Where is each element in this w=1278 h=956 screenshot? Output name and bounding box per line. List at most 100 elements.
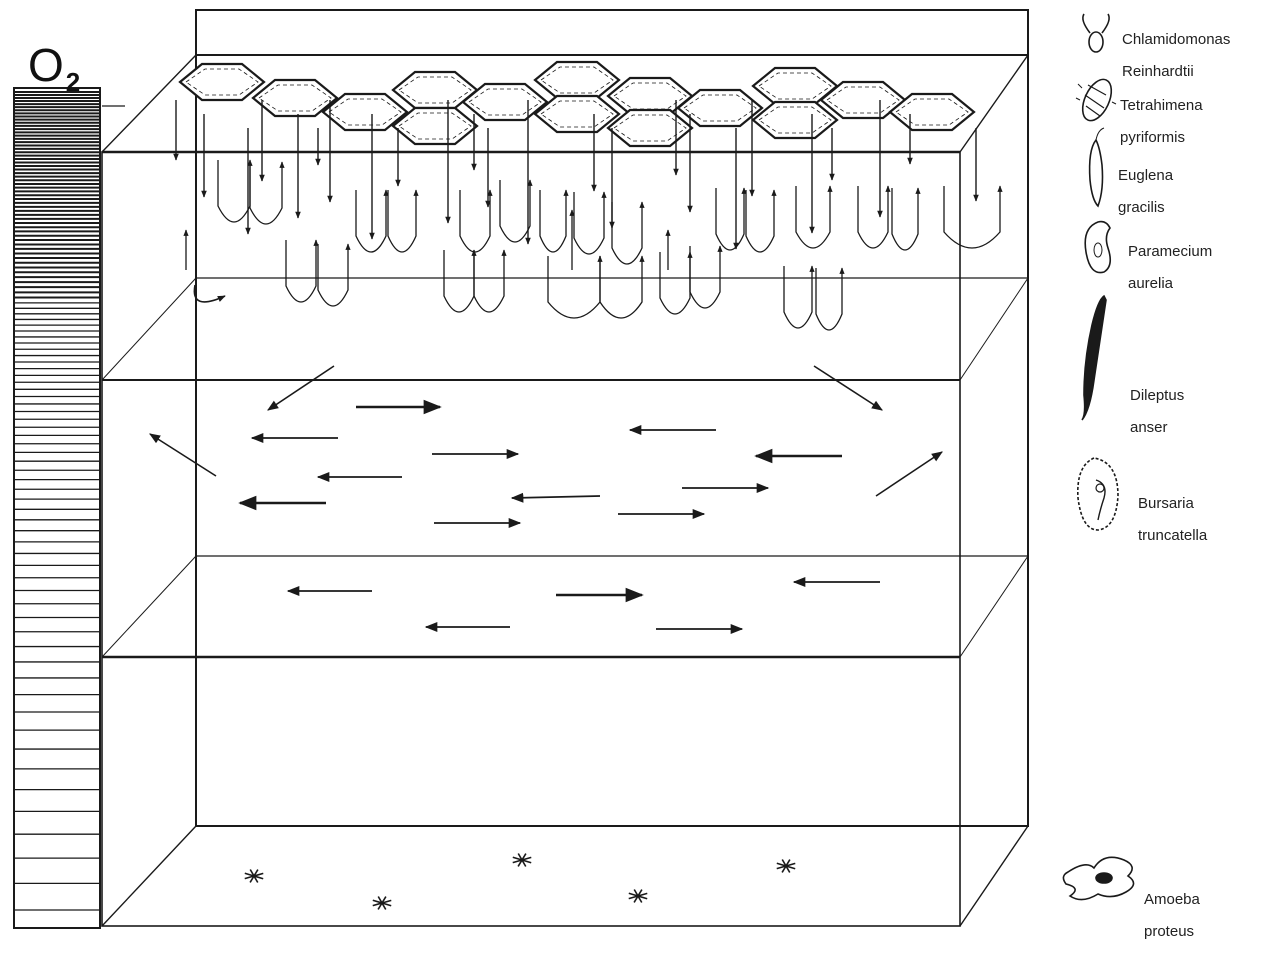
- circulation-loop: [891, 187, 921, 251]
- circulation-loop: [783, 265, 815, 329]
- amoeba-marker-stroke: [244, 872, 264, 880]
- amoeba-marker-stroke: [628, 892, 648, 900]
- convection-cell-flow: [258, 84, 332, 112]
- amoeba-marker-icon: [244, 869, 264, 883]
- tank-frame: [101, 9, 1029, 927]
- depth-layer-planes: [101, 150, 1029, 659]
- circulation-loop: [815, 267, 845, 331]
- convection-cell-flow: [758, 106, 832, 134]
- species-line: anser: [1130, 419, 1168, 436]
- convection-cell: [888, 92, 976, 132]
- species-label-euglena: Euglena gracilis: [1118, 152, 1173, 232]
- amoeba-proteus-icon: [1062, 856, 1135, 901]
- circulation-loop: [387, 189, 419, 253]
- species-line: proteus: [1144, 923, 1195, 940]
- amoeba-marker-stroke: [512, 856, 532, 864]
- convection-cell: [676, 88, 764, 128]
- surface-convection-cells: [178, 60, 976, 148]
- water-column-diagram: [13, 9, 1135, 929]
- circulation-loop: [285, 239, 319, 303]
- amoeba-marker-stroke: [776, 862, 796, 870]
- species-line: Bursaria: [1138, 495, 1194, 512]
- horizontal-flow-arrows: [238, 399, 880, 635]
- oxygen-gradient-stripes: [15, 91, 99, 911]
- circulation-loop: [539, 189, 569, 253]
- convection-cell-flow: [826, 86, 900, 114]
- circulation-loop: [249, 161, 285, 225]
- species-line: Chlamidomonas: [1122, 31, 1231, 48]
- convection-cell-flow: [328, 98, 402, 126]
- convection-cell-flow: [540, 66, 614, 94]
- species-label-dileptus: Dileptus anser: [1130, 372, 1184, 452]
- circulation-loop: [459, 189, 493, 253]
- oxygen-gradient-bar: [13, 87, 101, 929]
- circulation-loop: [355, 189, 389, 253]
- species-line: Euglena: [1118, 167, 1174, 184]
- circulation-loops: [183, 159, 1003, 331]
- convection-cell-flow: [540, 100, 614, 128]
- amoeba-marker-icon: [776, 859, 796, 873]
- oxygen-subscript: 2: [65, 67, 81, 97]
- species-legend-icons: [1062, 13, 1135, 901]
- amoeba-marker-icon: [628, 889, 648, 903]
- convection-cell: [606, 108, 694, 148]
- convection-cell-flow: [185, 68, 259, 96]
- circulation-loop: [573, 191, 607, 255]
- species-line: Paramecium: [1128, 243, 1213, 260]
- circulation-loop: [795, 185, 833, 249]
- convection-cell: [251, 78, 339, 118]
- convection-cell-flow: [398, 76, 472, 104]
- amoeba-marker-icon: [512, 853, 532, 867]
- species-line: pyriformis: [1120, 129, 1186, 146]
- circulation-loop: [745, 189, 777, 253]
- species-line: gracilis: [1118, 199, 1165, 216]
- convection-cell-flow: [895, 98, 969, 126]
- species-label-chlamidomonas: Chlamidomonas Reinhardtii: [1122, 16, 1230, 96]
- convection-cell-flow: [468, 88, 542, 116]
- species-line: aurelia: [1128, 275, 1174, 292]
- convection-cell: [391, 106, 479, 146]
- circulation-loop: [943, 185, 1003, 249]
- species-label-tetrahimena: Tetrahimena pyriformis: [1120, 82, 1203, 162]
- circulation-loop: [473, 249, 507, 313]
- convection-cell-flow: [613, 82, 687, 110]
- convection-cell-flow: [398, 112, 472, 140]
- species-line: truncatella: [1138, 527, 1208, 544]
- circulation-loop: [659, 251, 693, 315]
- circulation-loop: [715, 187, 747, 251]
- paramecium-icon: [1084, 220, 1112, 274]
- bursaria-icon: [1077, 457, 1119, 531]
- circulation-loop: [611, 201, 645, 265]
- circulation-loop: [317, 243, 351, 307]
- species-line: Reinhardtii: [1122, 63, 1194, 80]
- oxygen-label: O2: [28, 39, 80, 95]
- species-label-paramecium: Paramecium aurelia: [1128, 228, 1212, 308]
- bottom-amoeba-markers: [244, 853, 796, 910]
- circulation-loop: [689, 245, 723, 309]
- euglena-icon: [1088, 127, 1105, 208]
- species-line: Amoeba: [1144, 891, 1200, 908]
- diagonal-flow-arrows: [149, 284, 943, 497]
- circulation-loop: [499, 179, 533, 243]
- tetrahymena-icon: [1075, 78, 1117, 122]
- convection-cell-flow: [613, 114, 687, 142]
- circulation-loop: [857, 185, 891, 249]
- species-label-amoeba: Amoeba proteus: [1144, 876, 1200, 956]
- convection-cell: [321, 92, 409, 132]
- convection-cell: [178, 62, 266, 102]
- convection-cell: [461, 82, 549, 122]
- horizontal-arrow: [510, 492, 601, 503]
- convection-cell: [533, 94, 621, 134]
- oxygen-symbol: O: [28, 39, 64, 91]
- amoeba-marker-stroke: [372, 899, 392, 907]
- circulation-loop: [599, 255, 645, 319]
- circulation-loop: [443, 249, 477, 313]
- dileptus-icon: [1081, 294, 1107, 421]
- convection-cell-flow: [683, 94, 757, 122]
- species-label-bursaria: Bursaria truncatella: [1138, 480, 1207, 560]
- species-line: Tetrahimena: [1120, 97, 1203, 114]
- convection-cell-flow: [758, 72, 832, 100]
- species-line: Dileptus: [1130, 387, 1185, 404]
- circulation-loop: [217, 159, 253, 223]
- circulation-loop: [547, 255, 603, 319]
